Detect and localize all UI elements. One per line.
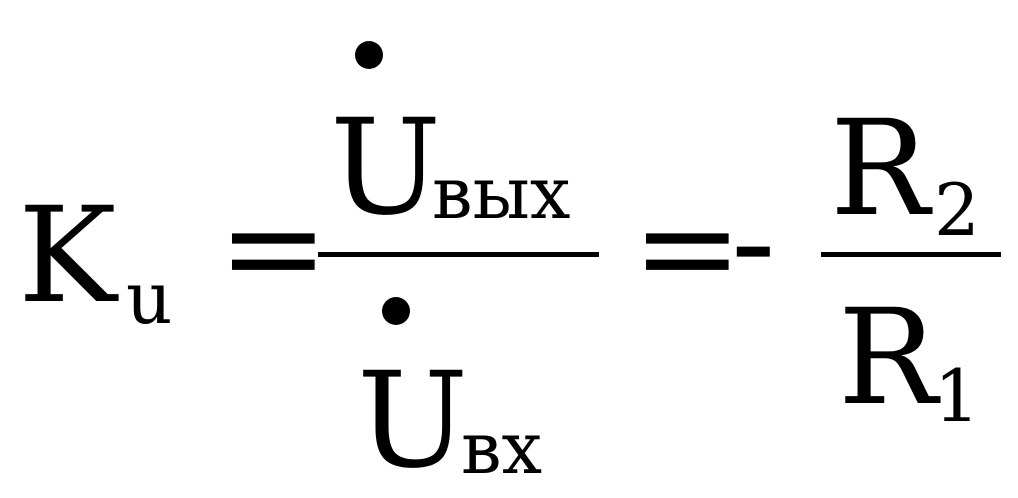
denominator-dot-1	[382, 297, 410, 325]
equals-sign-2: =	[632, 171, 743, 325]
lhs-symbol: K	[18, 179, 117, 333]
fraction-1-denominator-subscript: вх	[461, 406, 543, 490]
fraction-1-numerator-subscript: вых	[432, 151, 571, 235]
fraction-2-denominator-subscript: 1	[934, 354, 980, 438]
fraction-1-numerator-symbol: U	[330, 91, 442, 245]
fraction-2-denominator-symbol: R	[838, 281, 938, 435]
fraction-2-bar	[821, 252, 1001, 257]
equals-sign-1: =	[218, 171, 329, 325]
fraction-2-numerator-symbol: R	[830, 92, 930, 246]
lhs-subscript: u	[126, 256, 173, 340]
minus-sign: -	[731, 165, 776, 319]
numerator-dot-1	[355, 41, 383, 69]
fraction-2-numerator-subscript: 2	[934, 168, 980, 252]
fraction-1-denominator-symbol: U	[357, 344, 469, 498]
fraction-1-bar	[318, 252, 599, 257]
